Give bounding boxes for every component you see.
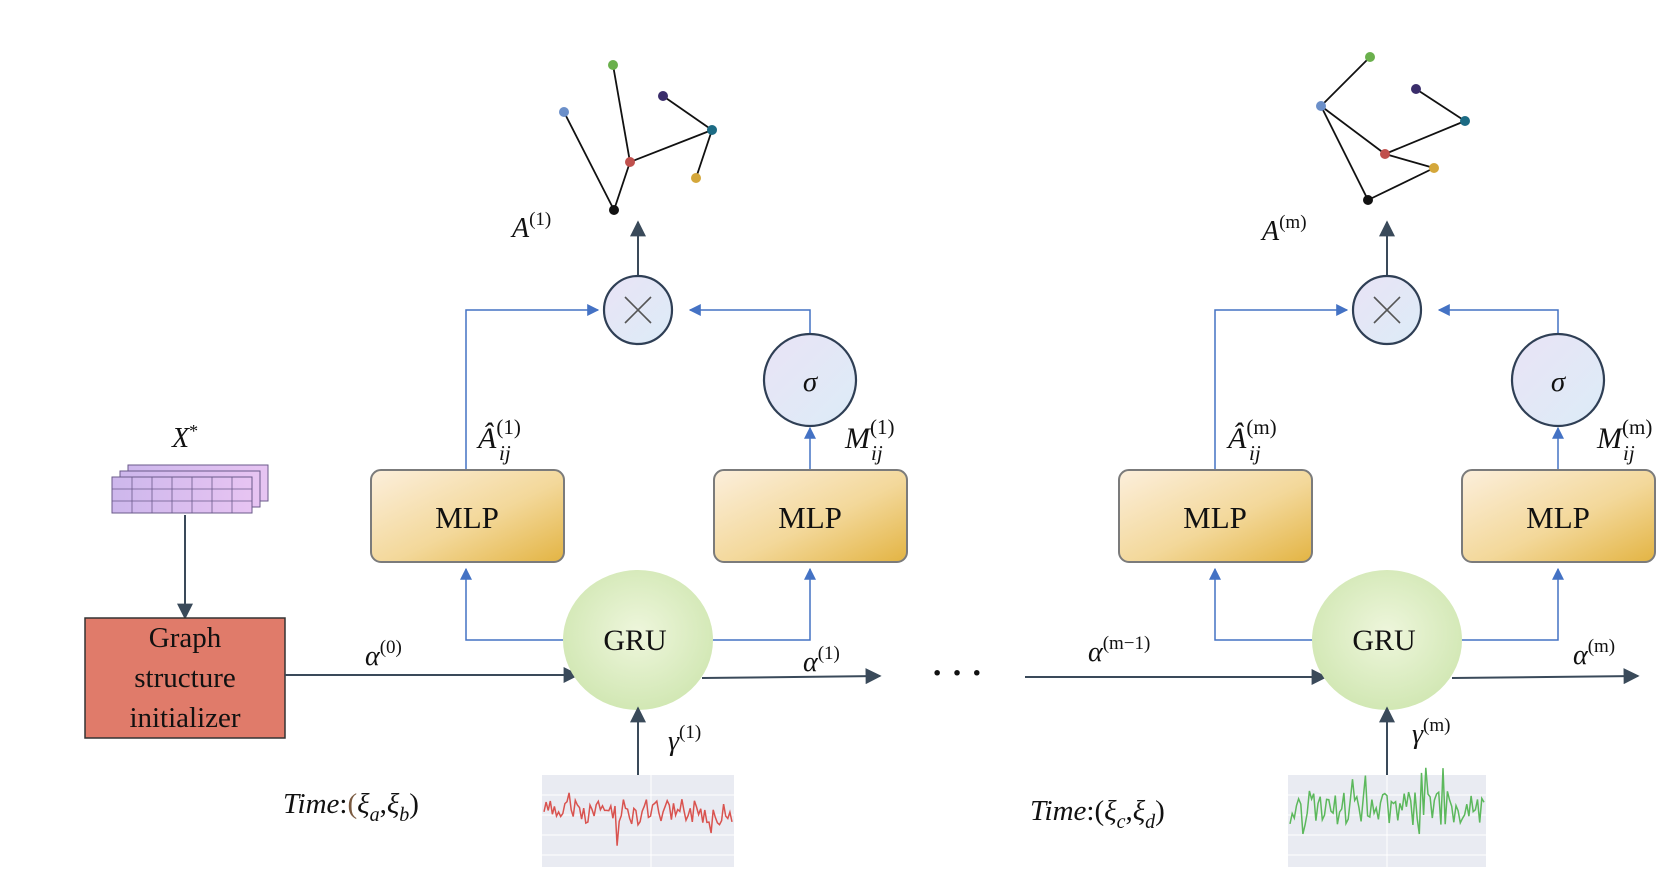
sigma-circle (762, 332, 858, 428)
graph-node (707, 125, 717, 135)
gru-to-left-mlp-arrow (1209, 567, 1320, 641)
alpha-out-label: α(m) (1573, 636, 1615, 671)
alpha-in-label: α(m−1) (1088, 633, 1150, 668)
sigma-label: σ (803, 366, 819, 398)
graph-node (1363, 195, 1373, 205)
initializer-label-line2: structure (134, 662, 235, 694)
block-1: MLP MLP GRU σ Â(1)ij M(1)ij A(1) α(1) (283, 60, 908, 867)
multiply-icon (624, 296, 652, 324)
initializer-label-line1: Graph (149, 622, 222, 654)
ahat-to-multiply-arrow (465, 304, 600, 470)
gru-label: GRU (603, 624, 667, 657)
alpha0-label: α(0) (365, 637, 402, 672)
mlp-left (1118, 469, 1313, 563)
graph-node (1460, 116, 1470, 126)
graph-structure-initializer (84, 617, 286, 739)
graph-output (559, 60, 717, 215)
time-series-signal (1289, 767, 1485, 835)
initializer-label-line3: initializer (129, 702, 240, 734)
gamma-label: γ(m) (1412, 715, 1450, 750)
adjacency-label: A(1) (510, 209, 551, 244)
mask-label: M(m)ij (1596, 415, 1652, 465)
time-label: Time:(ξa,ξb) (283, 788, 419, 826)
sigma-to-multiply-arrow (1437, 304, 1559, 333)
mlp-right-label: MLP (1526, 500, 1590, 535)
graph-node (658, 91, 668, 101)
gru-to-right-mlp-arrow (708, 567, 816, 641)
ahat-label: Â(1)ij (476, 415, 521, 465)
sigma-label: σ (1551, 366, 1567, 398)
graph-node (1411, 84, 1421, 94)
ahat-to-multiply-arrow (1214, 304, 1349, 470)
mlp-right (713, 469, 908, 563)
graph-node (691, 173, 701, 183)
input-tensor-stack (111, 464, 269, 514)
adjacency-label: A(m) (1260, 212, 1307, 247)
gru-label: GRU (1352, 624, 1416, 657)
mask-label: M(1)ij (844, 415, 895, 465)
alpha-out-arrow (701, 668, 882, 685)
sigma-to-multiply-arrow (688, 304, 811, 333)
mlp-right-label: MLP (778, 500, 842, 535)
gru-to-right-mlp-arrow (1460, 567, 1564, 641)
time-series-signal (543, 792, 733, 846)
graph-node (559, 107, 569, 117)
mlp-left-label: MLP (1183, 500, 1247, 535)
graph-node (1429, 163, 1439, 173)
sigma-circle (1510, 332, 1606, 428)
gru-cell (1312, 570, 1462, 710)
ahat-label: Â(m)ij (1226, 415, 1277, 465)
mlp-right (1461, 469, 1656, 563)
multiply-icon (1373, 296, 1401, 324)
ellipsis: · · · (931, 655, 982, 692)
graph-node (1316, 101, 1326, 111)
graph-node (609, 205, 619, 215)
time-series-panel (542, 775, 734, 867)
gru-cell (563, 570, 713, 710)
mlp-left (370, 469, 565, 563)
graph-node (1365, 52, 1375, 62)
alpha-out-arrow (1451, 668, 1640, 685)
graph-node (608, 60, 618, 70)
block-m: α(m−1) MLP MLP GRU σ Â(m)ij M(m)ij (1025, 52, 1656, 867)
graph-node (1380, 149, 1390, 159)
graph-output (1316, 52, 1470, 205)
gamma-label: γ(1) (668, 722, 701, 757)
time-series-panel (1288, 767, 1486, 867)
graph-node (625, 157, 635, 167)
mlp-left-label: MLP (435, 500, 499, 535)
alpha-out-label: α(1) (803, 643, 840, 678)
input-x-label: X* (171, 421, 198, 454)
time-label: Time:(ξc,ξd) (1030, 795, 1165, 833)
